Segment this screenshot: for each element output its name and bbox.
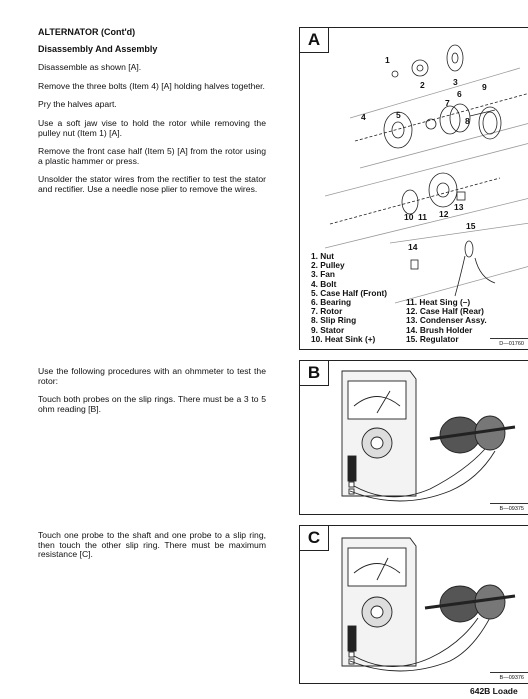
callout-5: 5 <box>396 110 401 120</box>
figure-code: B—09376 <box>499 675 524 681</box>
callout-10: 10 <box>404 212 414 222</box>
callout-14: 14 <box>408 242 418 252</box>
legend-item: 13. Condenser Assy. <box>406 315 487 326</box>
callout-15: 15 <box>466 221 476 231</box>
paragraph: Touch both probes on the slip rings. The… <box>38 394 266 414</box>
figure-label: A <box>300 28 329 53</box>
ohmmeter-ground-test-illustration <box>341 537 516 672</box>
callout-9: 9 <box>482 82 487 92</box>
callout-6: 6 <box>457 89 462 99</box>
legend-item: 10. Heat Sink (+) <box>311 333 376 344</box>
ohmmeter-slip-ring-test-illustration <box>341 370 516 502</box>
legend-item: 5. Case Half (Front) <box>311 287 388 298</box>
legend-item: 15. Regulator <box>406 333 459 344</box>
figure-code: D—01760 <box>499 341 524 347</box>
callout-1: 1 <box>385 55 390 65</box>
exploded-view-diagram: 1 2 3 4 5 6 7 8 9 10 11 12 13 14 15 <box>324 44 528 304</box>
parts-legend-left: 1. Nut 2. Pulley 3. Fan 4. Bolt 5. Case … <box>311 251 388 344</box>
paragraph: Disassemble as shown [A]. <box>38 62 142 73</box>
figure-code: B—09375 <box>499 506 524 512</box>
figure-code-divider <box>490 338 528 339</box>
legend-item: 9. Stator <box>311 324 345 335</box>
paragraph: Use a soft jaw vise to hold the rotor wh… <box>38 117 266 138</box>
text-block-rotor-test: Use the following procedures with an ohm… <box>38 366 266 423</box>
paragraph: Unsolder the stator wires from the recti… <box>38 174 266 194</box>
callout-12: 12 <box>439 209 449 219</box>
callout-2: 2 <box>420 80 425 90</box>
figure-a-panel: A <box>299 27 528 350</box>
legend-item: 2. Pulley <box>311 260 345 271</box>
legend-item: 7. Rotor <box>311 306 343 317</box>
callout-3: 3 <box>453 77 458 87</box>
callout-8: 8 <box>465 116 470 126</box>
subsection-title: Disassembly And Assembly <box>38 43 158 54</box>
parts-legend-right: 11. Heat Sing (–) 12. Case Half (Rear) 1… <box>406 297 487 344</box>
callout-4: 4 <box>361 112 366 122</box>
legend-item: 11. Heat Sing (–) <box>406 297 471 307</box>
figure-code-divider <box>490 503 528 504</box>
legend-item: 8. Slip Ring <box>311 315 357 326</box>
callout-7: 7 <box>445 98 450 108</box>
paragraph: Pry the halves apart. <box>38 99 117 110</box>
legend-item: 4. Bolt <box>311 278 337 289</box>
legend-item: 12. Case Half (Rear) <box>406 306 484 317</box>
figure-c-panel: C B—09376 <box>299 525 528 684</box>
figure-label: B <box>300 361 329 386</box>
text-block-disassembly: ALTERNATOR (Cont'd) Disassembly And Asse… <box>38 27 266 204</box>
legend-item: 3. Fan <box>311 269 335 280</box>
paragraph: Remove the front case half (Item 5) [A] … <box>38 146 266 166</box>
paragraph: Remove the three bolts (Item 4) [A] hold… <box>38 80 265 91</box>
paragraph: Touch one probe to the shaft and one pro… <box>38 530 266 560</box>
paragraph: Use the following procedures with an ohm… <box>38 366 266 386</box>
page-footer: 642B Loade <box>470 686 518 696</box>
figure-code-divider <box>490 672 528 673</box>
figure-b-panel: B B—09375 <box>299 360 528 515</box>
legend-item: 6. Bearing <box>311 297 352 308</box>
figure-label: C <box>300 526 329 551</box>
legend-item: 1. Nut <box>311 251 335 261</box>
callout-13: 13 <box>454 202 464 212</box>
callout-11: 11 <box>418 212 427 222</box>
legend-item: 14. Brush Holder <box>406 324 473 335</box>
section-title: ALTERNATOR (Cont'd) <box>38 27 136 37</box>
text-block-ground-test: Touch one probe to the shaft and one pro… <box>38 530 266 569</box>
